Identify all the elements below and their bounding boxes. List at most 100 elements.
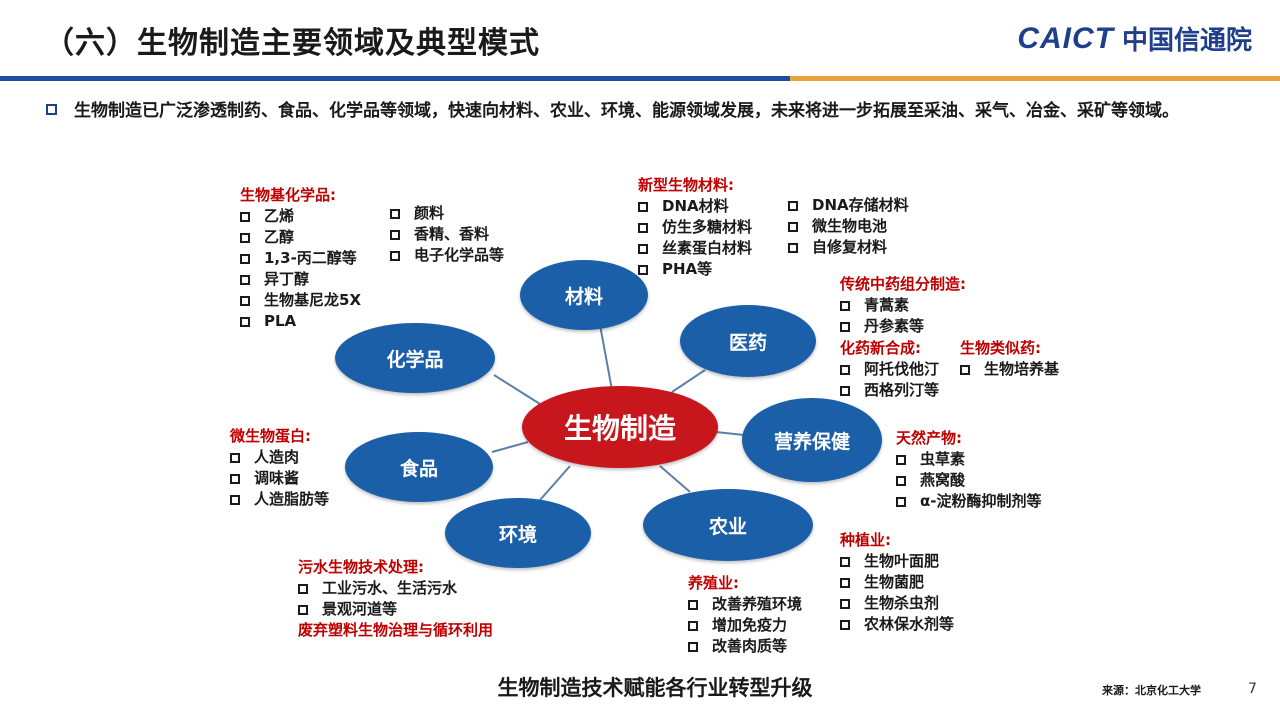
checkbox-icon — [390, 250, 400, 261]
checkbox-icon — [896, 496, 906, 507]
node-materials: 材料 — [520, 260, 648, 330]
list-item: α-淀粉酶抑制剂等 — [896, 491, 1042, 512]
list-item: 仿生多糖材料 — [638, 217, 752, 238]
list-item: DNA存储材料 — [788, 195, 909, 216]
group-tcm: 传统中药组分制造: 青蒿素 丹参素等 — [840, 274, 966, 337]
checkbox-icon — [688, 620, 698, 631]
checkbox-icon — [788, 200, 798, 211]
checkbox-icon — [638, 201, 648, 212]
intro-bullet: 生物制造已广泛渗透制药、食品、化学品等领域，快速向材料、农业、环境、能源领域发展… — [46, 97, 1238, 125]
list-item: 自修复材料 — [788, 237, 909, 258]
list-item: 生物基尼龙5X — [240, 290, 361, 311]
caict-logo: CAICT 中国信通院 — [1017, 20, 1252, 57]
checkbox-icon — [240, 295, 250, 306]
list-item: 异丁醇 — [240, 269, 361, 290]
checkbox-icon — [840, 619, 850, 630]
node-environment: 环境 — [445, 498, 591, 568]
checkbox-icon — [298, 583, 308, 594]
list-item: 景观河道等 — [298, 599, 493, 620]
connector-materials — [599, 324, 613, 391]
logo-cn-text: 中国信通院 — [1121, 26, 1252, 56]
connector-medicine — [671, 369, 706, 393]
source-note: 来源：北京化工大学 — [1102, 684, 1201, 697]
checkbox-icon — [390, 208, 400, 219]
group-heading: 生物类似药: — [960, 339, 1041, 357]
checkbox-icon — [688, 641, 698, 652]
checkbox-icon — [840, 577, 850, 588]
list-item: DNA材料 — [638, 196, 752, 217]
list-item: 乙醇 — [240, 227, 361, 248]
list-item: 改善肉质等 — [688, 636, 802, 657]
group-drug: 化药新合成: 阿托伐他汀 西格列汀等 — [840, 338, 939, 401]
group-heading: 养殖业: — [688, 574, 739, 592]
checkbox-icon — [840, 300, 850, 311]
checkbox-icon — [240, 316, 250, 327]
list-item: 虫草素 — [896, 449, 1042, 470]
checkbox-icon — [230, 452, 240, 463]
group-heading: 污水生物技术处理: — [298, 558, 424, 576]
group-heading: 新型生物材料: — [638, 176, 734, 194]
connector-agriculture — [659, 465, 691, 493]
list-item: 乙烯 — [240, 206, 361, 227]
checkbox-icon — [688, 599, 698, 610]
list-item: 调味酱 — [230, 468, 329, 489]
checkbox-icon — [840, 556, 850, 567]
checkbox-icon — [840, 385, 850, 396]
checkbox-icon — [230, 473, 240, 484]
group-breeding: 养殖业: 改善养殖环境 增加免疫力 改善肉质等 — [688, 573, 802, 657]
list-item: 燕窝酸 — [896, 470, 1042, 491]
checkbox-icon — [230, 494, 240, 505]
group-chemicals-col2: 颜料 香精、香料 电子化学品等 — [390, 203, 504, 266]
list-item: 生物培养基 — [960, 359, 1059, 380]
checkbox-icon — [638, 264, 648, 275]
page-title: （六）生物制造主要领域及典型模式 — [44, 26, 540, 61]
list-item: 改善养殖环境 — [688, 594, 802, 615]
group-footer: 废弃塑料生物治理与循环利用 — [298, 621, 494, 639]
group-chemicals: 生物基化学品: 乙烯 乙醇 1,3-丙二醇等 异丁醇 生物基尼龙5X PLA — [240, 185, 361, 332]
group-heading: 种植业: — [840, 531, 891, 549]
group-planting: 种植业: 生物叶面肥 生物菌肥 生物杀虫剂 农林保水剂等 — [840, 530, 954, 635]
list-item: 1,3-丙二醇等 — [240, 248, 361, 269]
checkbox-icon — [46, 104, 57, 115]
node-center: 生物制造 — [522, 386, 718, 468]
header-divider-blue — [0, 76, 800, 81]
group-heading: 天然产物: — [896, 429, 962, 447]
checkbox-icon — [840, 364, 850, 375]
node-nutrition: 营养保健 — [742, 398, 882, 482]
intro-text: 生物制造已广泛渗透制药、食品、化学品等领域，快速向材料、农业、环境、能源领域发展… — [74, 101, 1179, 121]
checkbox-icon — [896, 475, 906, 486]
list-item: 农林保水剂等 — [840, 614, 954, 635]
list-item: 丝素蛋白材料 — [638, 238, 752, 259]
header-divider-orange — [790, 76, 1280, 81]
connector-chemicals — [493, 374, 541, 405]
group-protein: 微生物蛋白: 人造肉 调味酱 人造脂肪等 — [230, 426, 329, 510]
list-item: 西格列汀等 — [840, 380, 939, 401]
group-heading: 化药新合成: — [840, 339, 921, 357]
list-item: 香精、香料 — [390, 224, 504, 245]
group-analog: 生物类似药: 生物培养基 — [960, 338, 1059, 380]
checkbox-icon — [638, 243, 648, 254]
list-item: 电子化学品等 — [390, 245, 504, 266]
node-food: 食品 — [345, 432, 493, 502]
diagram-caption: 生物制造技术赋能各行业转型升级 — [497, 676, 813, 700]
list-item: 丹参素等 — [840, 316, 966, 337]
list-item: 生物杀虫剂 — [840, 593, 954, 614]
group-heading: 微生物蛋白: — [230, 427, 311, 445]
list-item: 工业污水、生活污水 — [298, 578, 493, 599]
checkbox-icon — [896, 454, 906, 465]
list-item: 增加免疫力 — [688, 615, 802, 636]
page-number: 7 — [1248, 681, 1257, 697]
group-heading: 传统中药组分制造: — [840, 275, 966, 293]
list-item: 生物菌肥 — [840, 572, 954, 593]
checkbox-icon — [240, 211, 250, 222]
checkbox-icon — [788, 221, 798, 232]
list-item: PLA — [240, 311, 361, 332]
checkbox-icon — [960, 364, 970, 375]
list-item: 生物叶面肥 — [840, 551, 954, 572]
checkbox-icon — [240, 274, 250, 285]
checkbox-icon — [390, 229, 400, 240]
node-chemicals: 化学品 — [335, 323, 495, 393]
list-item: 人造脂肪等 — [230, 489, 329, 510]
list-item: 阿托伐他汀 — [840, 359, 939, 380]
node-agriculture: 农业 — [643, 489, 813, 561]
